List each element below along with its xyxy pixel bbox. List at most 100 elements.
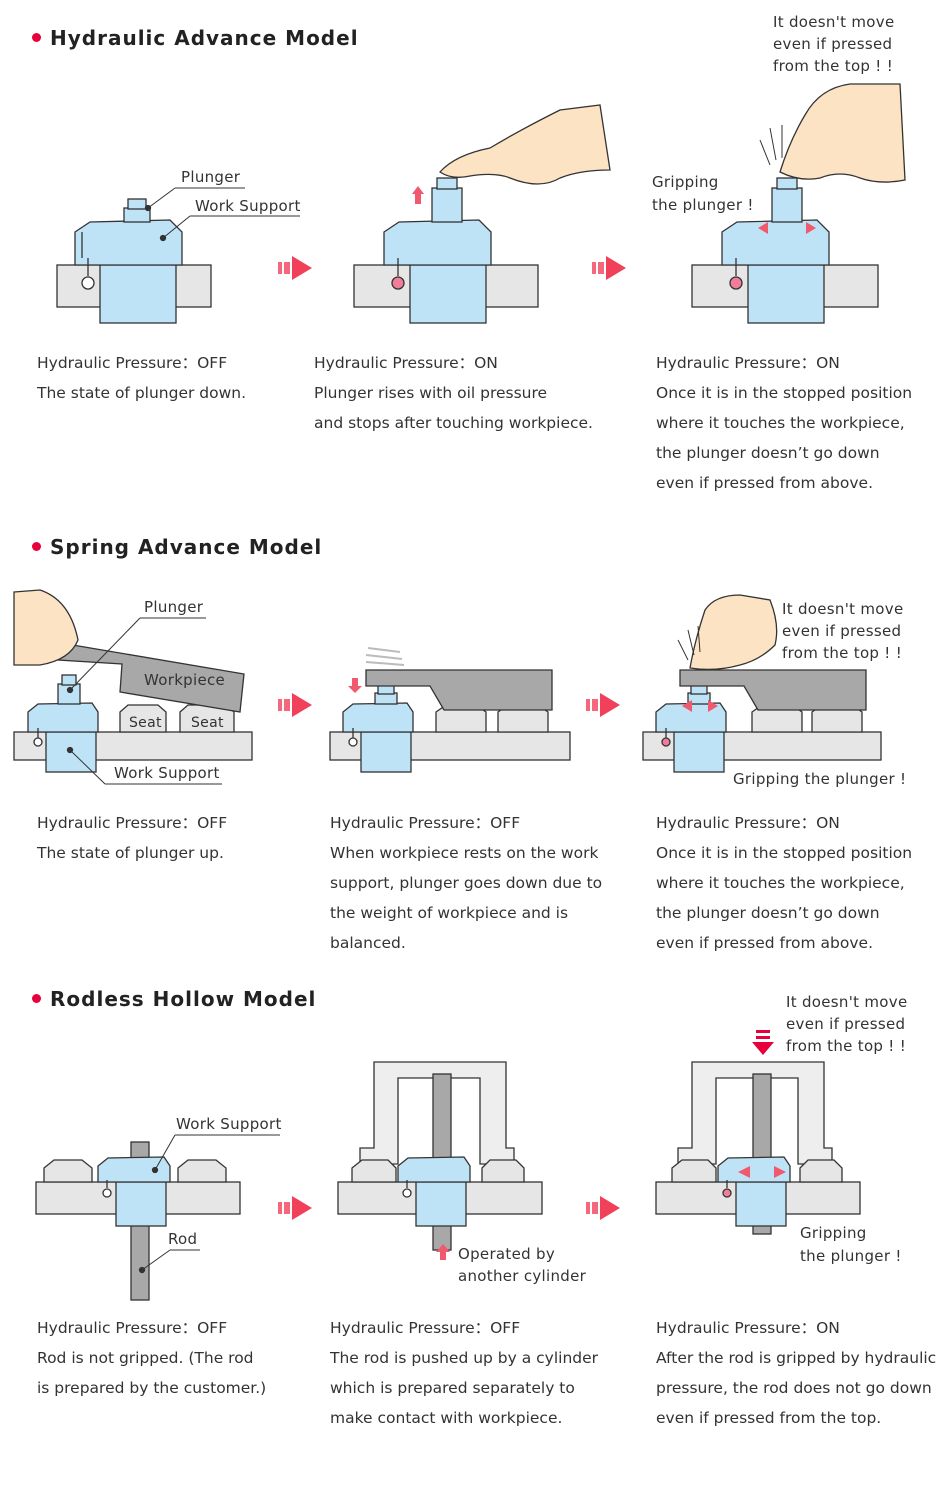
label-line: It doesn't move (782, 600, 904, 618)
label-line: from the top ! ! (773, 57, 894, 75)
label-line: It doesn't move (773, 13, 895, 31)
desc-line: When workpiece rests on the work (330, 844, 599, 862)
desc-line: Hydraulic Pressure：ON (314, 354, 498, 372)
label-operated: Operated by another cylinder (458, 1243, 586, 1287)
label-plunger: Plunger (144, 598, 204, 616)
desc-line: The state of plunger up. (37, 844, 224, 862)
work-support-head (74, 219, 183, 266)
label-work-support: Work Support (195, 197, 301, 215)
label-workpiece: Workpiece (144, 671, 226, 689)
hydraulic-step2-description: Hydraulic Pressure：ON Plunger rises with… (314, 348, 593, 438)
section-title-text: Spring Advance Model (50, 535, 323, 559)
label-line: It doesn't move (786, 993, 908, 1011)
desc-line: where it touches the workpiece, (656, 414, 905, 432)
desc-line: the weight of workpiece and is (330, 904, 569, 922)
label-line: Gripping (652, 173, 719, 191)
desc-line: The state of plunger down. (37, 384, 247, 402)
desc-line: the plunger doesn’t go down (656, 904, 880, 922)
rodless-step1-description: Hydraulic Pressure：OFF Rod is not grippe… (37, 1313, 266, 1403)
hydraulic-step3-figure (691, 83, 906, 324)
hand (13, 589, 79, 666)
desc-line: Hydraulic Pressure：OFF (37, 354, 228, 372)
desc-line: balanced. (330, 934, 406, 952)
label-work-support: Work Support (176, 1115, 282, 1133)
desc-line: which is prepared separately to (330, 1379, 575, 1397)
desc-line: the plunger doesn’t go down (656, 444, 880, 462)
label-line: Gripping (800, 1224, 867, 1242)
desc-line: is prepared by the customer.) (37, 1379, 267, 1397)
flow-arrow-4 (586, 693, 620, 717)
work-support-body (99, 264, 177, 324)
desc-line: Hydraulic Pressure：OFF (37, 814, 228, 832)
desc-line: support, plunger goes down due to (330, 874, 603, 892)
section-title-text: Rodless Hollow Model (50, 987, 317, 1011)
spring-step1-description: Hydraulic Pressure：OFF The state of plun… (37, 808, 227, 868)
label-line: even if pressed (773, 35, 893, 53)
desc-line: The rod is pushed up by a cylinder (330, 1349, 599, 1367)
label-gripping: Gripping the plunger ! (652, 171, 754, 217)
label-line: from the top ! ! (786, 1037, 907, 1055)
label-seat: Seat (129, 715, 162, 731)
label-rod: Rod (168, 1230, 198, 1248)
section-title-spring: Spring Advance Model (32, 535, 322, 559)
rodless-step1-figure (35, 1134, 280, 1301)
desc-line: pressure, the rod does not go down (656, 1379, 932, 1397)
desc-line: and stops after touching workpiece. (314, 414, 593, 432)
desc-line: Hydraulic Pressure：ON (656, 354, 840, 372)
desc-line: After the rod is gripped by hydraulic (656, 1349, 937, 1367)
spring-step2-description: Hydraulic Pressure：OFF When workpiece re… (330, 808, 602, 958)
bullet-icon (32, 542, 41, 551)
desc-line: even if pressed from above. (656, 474, 873, 492)
label-gripping: Gripping the plunger ! (800, 1222, 902, 1268)
desc-line: Once it is in the stopped position (656, 384, 913, 402)
desc-line: Hydraulic Pressure：OFF (37, 1319, 228, 1337)
rodless-step2-description: Hydraulic Pressure：OFF The rod is pushed… (330, 1313, 598, 1433)
hydraulic-step1-description: Hydraulic Pressure：OFF The state of plun… (37, 348, 246, 408)
label-line: the plunger ! (652, 196, 754, 214)
flow-arrow-1 (278, 256, 312, 280)
label-line: the plunger ! (800, 1247, 902, 1265)
desc-line: where it touches the workpiece, (656, 874, 905, 892)
spring-step3-figure (642, 594, 882, 773)
label-plunger: Plunger (181, 168, 241, 186)
label-no-move: It doesn't move even if pressed from the… (786, 991, 908, 1057)
port-indicator (81, 276, 95, 290)
rodless-step3-description: Hydraulic Pressure：ON After the rod is g… (656, 1313, 936, 1433)
hand (439, 104, 611, 185)
section-title-rodless: Rodless Hollow Model (32, 987, 316, 1011)
desc-line: Plunger rises with oil pressure (314, 384, 548, 402)
flow-arrow-3 (278, 693, 312, 717)
spring-step1-figure (13, 589, 253, 785)
label-no-move: It doesn't move even if pressed from the… (773, 11, 895, 77)
label-work-support: Work Support (114, 764, 220, 782)
hydraulic-step1-figure (56, 187, 300, 324)
rodless-step2-figure (337, 1061, 543, 1260)
desc-line: even if pressed from above. (656, 934, 873, 952)
label-no-move: It doesn't move even if pressed from the… (782, 598, 904, 664)
label-gripping: Gripping the plunger ! (733, 770, 907, 788)
rodless-step3-figure (655, 1030, 861, 1235)
hydraulic-step3-description: Hydraulic Pressure：ON Once it is in the … (656, 348, 912, 498)
section-title-text: Hydraulic Advance Model (50, 26, 359, 50)
desc-line: Hydraulic Pressure：OFF (330, 814, 521, 832)
label-seat: Seat (191, 715, 224, 731)
flow-arrow-2 (592, 256, 626, 280)
hand (779, 83, 906, 183)
hydraulic-step2-figure (353, 104, 611, 324)
flow-arrow-5 (278, 1196, 312, 1220)
label-line: even if pressed (782, 622, 902, 640)
flow-arrow-6 (586, 1196, 620, 1220)
bullet-icon (32, 994, 41, 1003)
desc-line: make contact with workpiece. (330, 1409, 563, 1427)
desc-line: even if pressed from the top. (656, 1409, 882, 1427)
label-line: another cylinder (458, 1267, 587, 1285)
desc-line: Rod is not gripped. (The rod (37, 1349, 254, 1367)
spring-step3-description: Hydraulic Pressure：ON Once it is in the … (656, 808, 912, 958)
desc-line: Once it is in the stopped position (656, 844, 913, 862)
bullet-icon (32, 33, 41, 42)
label-line: even if pressed (786, 1015, 906, 1033)
workpiece-frame (359, 1061, 515, 1165)
label-line: from the top ! ! (782, 644, 903, 662)
desc-line: Hydraulic Pressure：ON (656, 1319, 840, 1337)
